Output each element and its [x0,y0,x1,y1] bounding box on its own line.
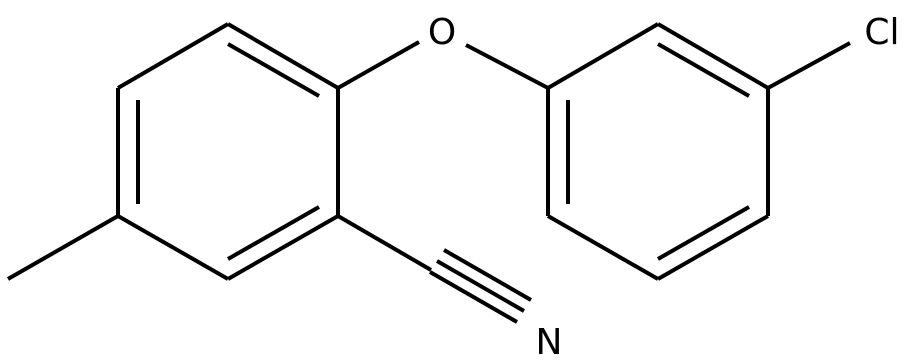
bond-ring1-4 [227,214,339,281]
bond-ring2-1 [546,22,660,90]
methyl-bond [7,214,119,281]
bond-ring2-2 [656,22,770,90]
bond-ring1-1 [116,22,230,90]
chlorine-label: Cl [864,12,899,53]
double-bond-inner-5 [657,42,750,98]
cyano-single-bond [336,214,433,272]
ring-to-oxygen-bond [337,40,420,90]
cyano-triple-bond-2 [436,259,525,313]
substituent-bonds [7,40,851,324]
cyano-triple-bond-3 [429,270,518,324]
atom-labels: O Cl N [428,12,900,363]
bond-ring1-2 [226,22,340,90]
bond-ring2-5 [547,214,659,281]
right-benzene-ring [546,22,770,281]
cyano-triple-bond-1 [443,248,532,302]
double-bond-inner-2 [227,42,320,98]
chlorine-bond [767,41,851,90]
left-benzene-ring [116,22,340,281]
double-bond-inner-3 [227,205,320,261]
double-bond-inner-6 [657,205,750,261]
oxygen-to-ring-bond [465,43,549,90]
oxygen-label: O [428,12,456,53]
bond-ring1-5 [117,214,229,281]
bond-ring2-4 [657,214,769,281]
nitrogen-label: N [536,322,563,363]
